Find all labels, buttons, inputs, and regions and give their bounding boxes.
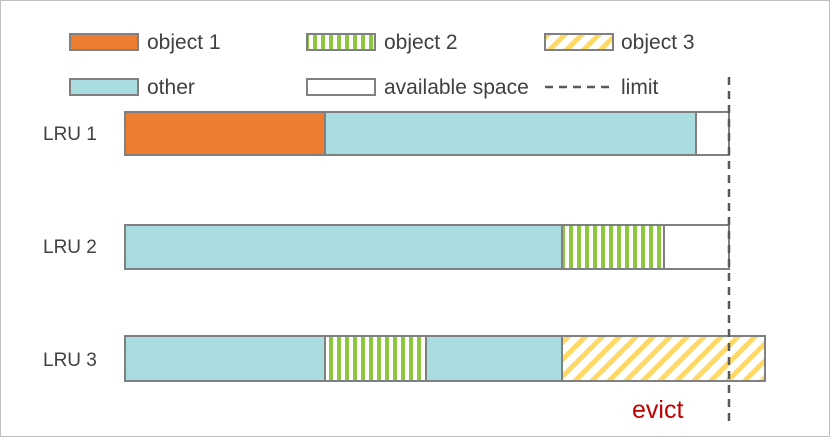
legend-object2: object 2 (306, 31, 458, 54)
legend: object 1 object 2 object 3 other availab… (69, 31, 695, 99)
legend-object1-label: object 1 (147, 31, 221, 54)
legend-object3-swatch (544, 33, 614, 51)
legend-other-label: other (147, 76, 195, 99)
legend-object3-label: object 3 (621, 31, 695, 54)
lru-row-3: LRU 3 (43, 335, 766, 382)
legend-other-swatch (69, 78, 139, 96)
legend-available-swatch (306, 78, 376, 96)
lru-row-2: LRU 2 (43, 224, 730, 270)
legend-available-label: available space (384, 76, 529, 99)
segment-other (124, 224, 563, 270)
segment-other (324, 111, 697, 156)
legend-object3: object 3 (544, 31, 695, 54)
segment-object2 (561, 224, 665, 270)
segment-other (425, 335, 563, 382)
legend-object2-swatch (306, 33, 376, 51)
legend-limit-label: limit (621, 76, 658, 99)
segment-object1 (124, 111, 326, 156)
legend-limit: limit (545, 76, 658, 99)
segment-available-space (695, 111, 730, 156)
lru-row-1: LRU 1 (43, 111, 730, 156)
segment-available-space (663, 224, 730, 270)
segment-other (124, 335, 326, 382)
lru-label: LRU 2 (43, 237, 97, 258)
legend-object1-swatch (69, 33, 139, 51)
lru-label: LRU 1 (43, 124, 97, 145)
legend-object2-label: object 2 (384, 31, 458, 54)
evict-label: evict (632, 396, 683, 424)
legend-available: available space (306, 76, 529, 99)
legend-object1: object 1 (69, 31, 221, 54)
segment-object2 (324, 335, 427, 382)
legend-other: other (69, 76, 195, 99)
lru-label: LRU 3 (43, 350, 97, 371)
segment-object3 (561, 335, 766, 382)
